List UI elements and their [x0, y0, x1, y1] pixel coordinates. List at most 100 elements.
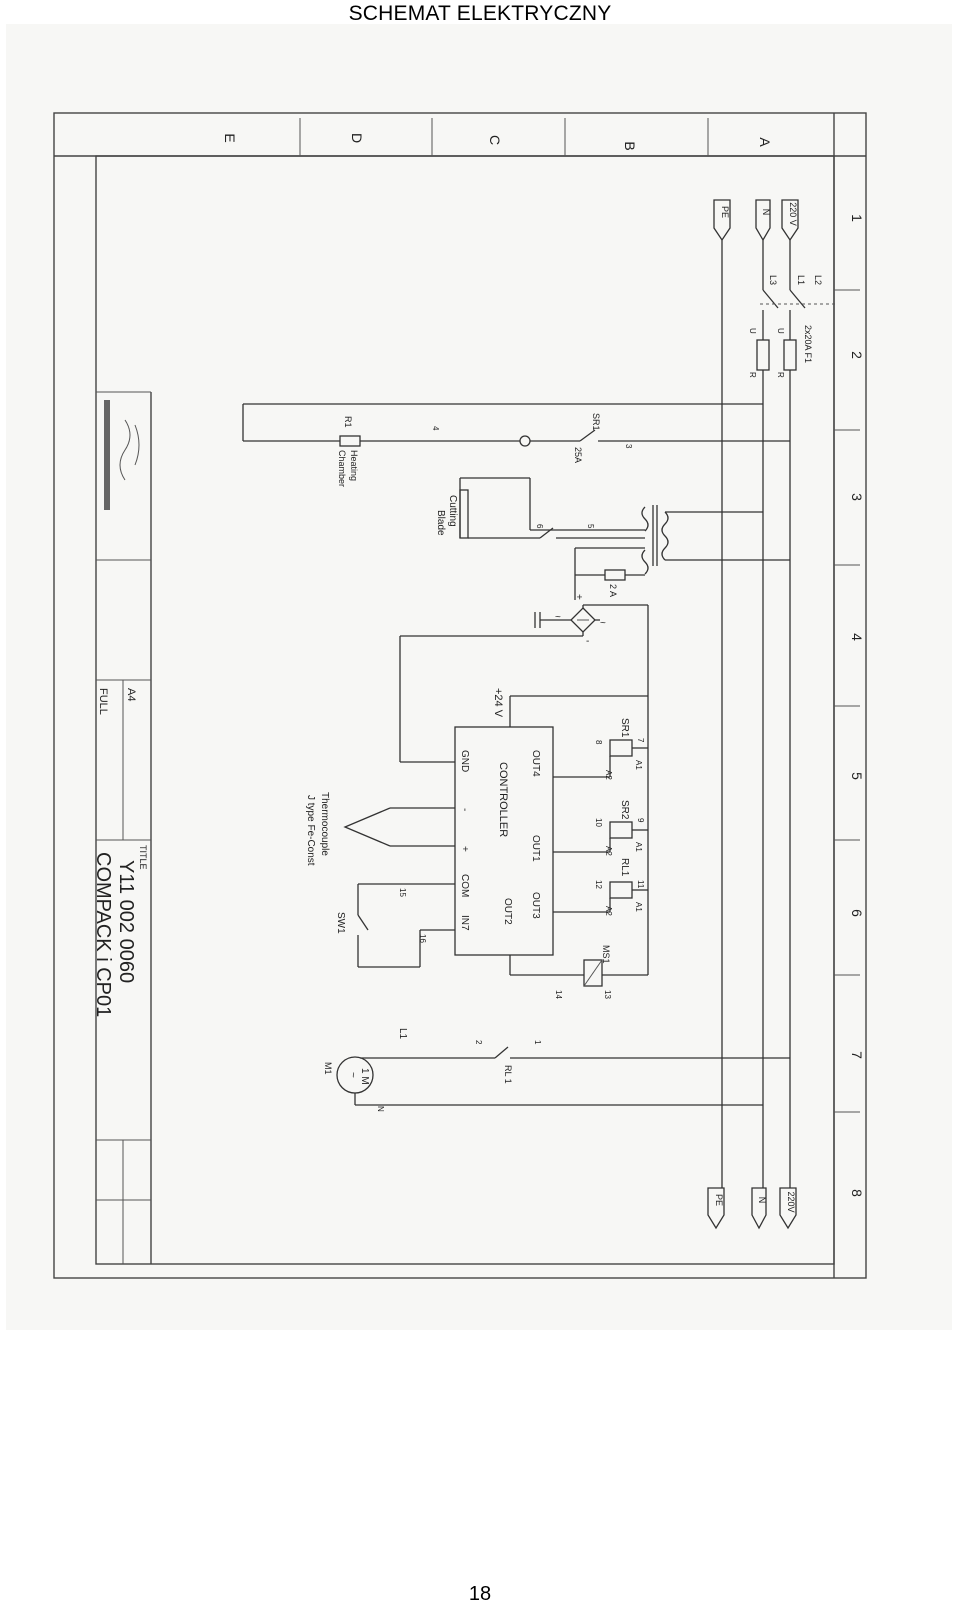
label-sr1-relay: SR1: [619, 718, 630, 738]
label-l1: L1: [796, 275, 806, 285]
terminal-n-label: N: [761, 209, 771, 216]
wire-label-8: 8: [594, 740, 603, 745]
row-label-b: B: [622, 141, 638, 150]
label-tilde-1: ~: [555, 612, 561, 623]
label-thermo-type: J type Fe-Const: [305, 795, 316, 866]
inner-frame: [95, 155, 835, 1265]
transformer-secondary-2: [641, 549, 649, 575]
terminal-220v-start: [781, 199, 799, 242]
label-plus-input: +: [459, 846, 470, 852]
column-label-2: 2: [849, 351, 865, 359]
column-label-6: 6: [849, 909, 865, 917]
column-label-8: 8: [849, 1189, 865, 1197]
terminal-pe-end: [707, 1187, 725, 1230]
label-25a: 25A: [573, 447, 583, 463]
label-sr1-switch: SR1: [591, 413, 601, 431]
label-rl1-a2: A2: [604, 906, 613, 916]
terminal-pe-label: PE: [720, 206, 730, 218]
fuse-u-1: U: [776, 328, 785, 334]
label-sw1: SW1: [335, 912, 346, 934]
label-out3: OUT3: [530, 892, 541, 919]
label-l3: L3: [768, 275, 778, 285]
wire-label-11: 11: [636, 880, 645, 889]
label-rl1-relay: RL1: [619, 858, 630, 877]
label-blade: Blade: [435, 510, 446, 536]
fuse-u-2: U: [748, 328, 757, 334]
terminal-n-end-label: N: [757, 1197, 767, 1204]
fuse-r-2: R: [748, 372, 757, 378]
label-tilde-2: ~: [600, 618, 606, 629]
label-out1: OUT1: [530, 835, 541, 862]
label-rl1-contact: RL 1: [503, 1065, 513, 1084]
wire-label-12: 12: [594, 880, 603, 889]
sheet-scale: FULL: [97, 688, 109, 715]
label-sr1-a1: A1: [634, 760, 643, 770]
ms1-diagonal: [583, 959, 603, 987]
wire-label-4: 4: [431, 426, 440, 431]
column-label-5: 5: [849, 772, 865, 780]
drawing-name: COMPACK i CP01: [92, 852, 114, 1017]
terminal-n-end: [751, 1187, 767, 1230]
controller-box: [454, 726, 554, 956]
label-24v: +24 V: [492, 688, 504, 718]
wire-label-16: 16: [418, 934, 427, 943]
switch-sw1: [357, 914, 369, 931]
wire-label-7: 7: [636, 738, 645, 743]
terminal-220v-end-label: 220V: [786, 1191, 796, 1212]
wire-label-10: 10: [594, 818, 603, 827]
wire-label-9: 9: [636, 818, 645, 823]
resistor-r1: [339, 435, 361, 447]
label-sr1-a2: A2: [604, 770, 613, 780]
row-label-e: E: [222, 133, 238, 142]
company-logo: [104, 400, 140, 510]
wire-label-13: 13: [603, 990, 612, 999]
ms1-coil: [583, 959, 603, 987]
label-controller: CONTROLLER: [497, 762, 509, 837]
label-thermocouple: Thermocouple: [319, 792, 330, 856]
label-plus: +: [573, 594, 584, 600]
row-label-c: C: [487, 135, 503, 145]
drawing-code: Y11 002 0060: [115, 860, 137, 983]
terminal-220v-end: [779, 1187, 797, 1230]
contact-rl1: [494, 1046, 509, 1059]
fuse-f1-n: [756, 339, 770, 371]
label-motor-tilde: ~: [347, 1072, 358, 1078]
scanned-sheet: [6, 24, 952, 1330]
label-ms1: MS1: [601, 945, 611, 964]
terminal-pe-start: [713, 199, 731, 242]
contact-sr1: [579, 429, 596, 442]
label-out2: OUT2: [502, 898, 513, 925]
row-label-a: A: [757, 137, 773, 147]
label-l2: L2: [813, 275, 823, 285]
label-cutting: Cutting: [447, 495, 458, 527]
outer-frame: [53, 112, 867, 1279]
column-label-1: 1: [849, 214, 865, 222]
label-2a: 2 A: [608, 584, 618, 597]
terminal-pe-end-label: PE: [714, 1194, 724, 1206]
wire-label-5: 5: [586, 524, 595, 529]
wire-label-1: 1: [533, 1040, 542, 1045]
wire-label-2: 2: [474, 1040, 483, 1045]
terminal-220v-label: 220 V: [788, 202, 798, 226]
page-title: SCHEMAT ELEKTRYCZNY: [348, 2, 612, 25]
thermocouple-junction: [343, 807, 391, 847]
title-label: TITLE: [138, 845, 148, 870]
label-com: COM: [459, 874, 470, 897]
page-number: 18: [468, 1583, 492, 1605]
fuse-r-1: R: [776, 372, 785, 378]
fuse-f1-l: [783, 339, 797, 371]
sheet-size: A4: [125, 688, 137, 701]
label-minus-input: -: [459, 808, 470, 811]
label-sr2-a2: A2: [604, 846, 613, 856]
column-label-7: 7: [849, 1051, 865, 1059]
label-minus: -: [586, 636, 589, 647]
label-sr2-a1: A1: [634, 842, 643, 852]
wire-label-6: 6: [535, 524, 544, 529]
relay-rl1-coil: [609, 881, 633, 899]
main-switch-l: [789, 289, 806, 309]
terminal-n-start: [755, 199, 771, 242]
relay-sr2-coil: [609, 821, 633, 839]
label-out4: OUT4: [530, 750, 541, 777]
label-gnd: GND: [459, 750, 470, 772]
